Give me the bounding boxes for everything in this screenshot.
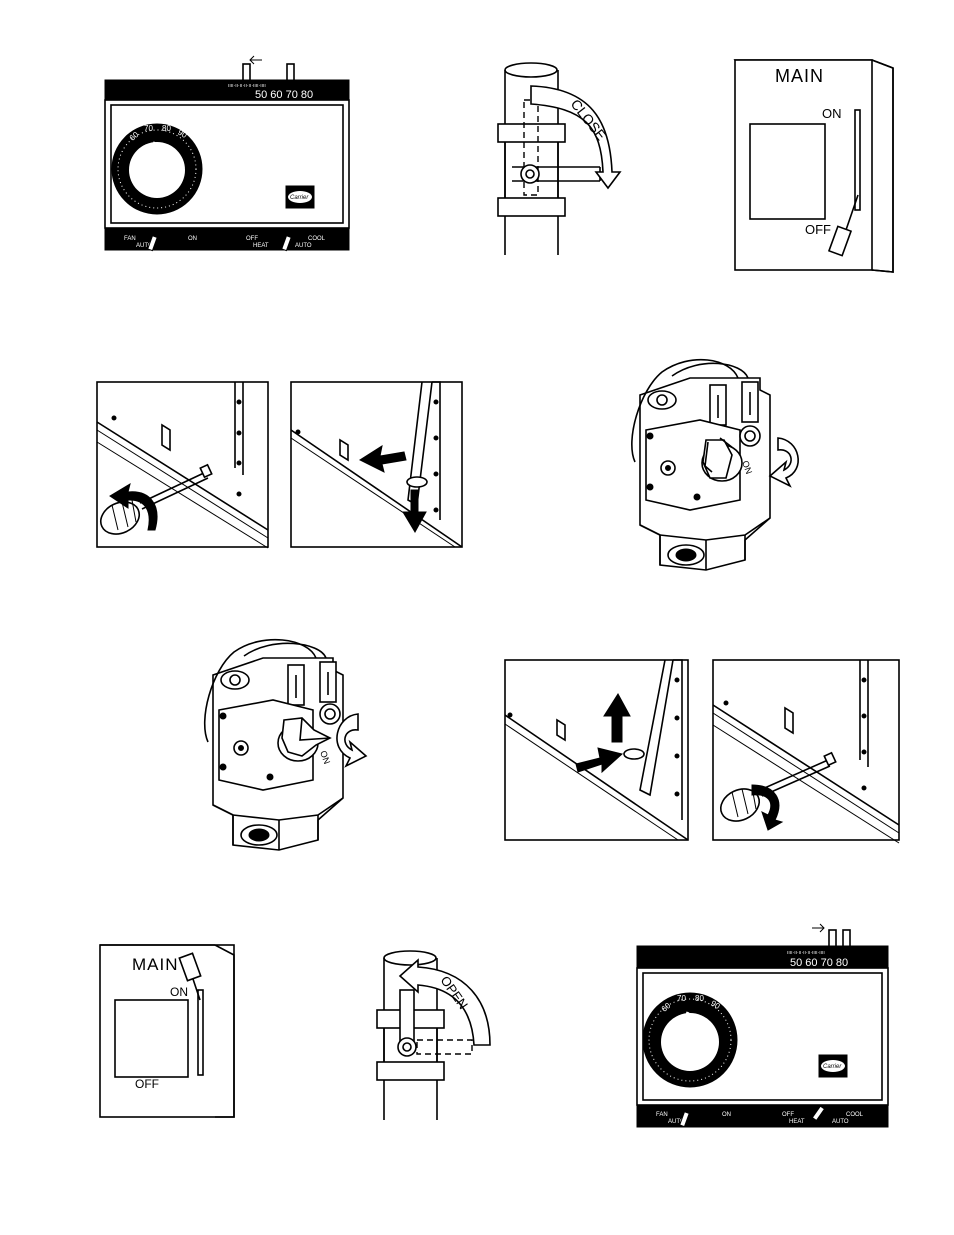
system-heat-label: HEAT <box>253 243 269 249</box>
system-cool-label: COOL <box>308 236 326 242</box>
system-cool-label-2: COOL <box>846 1112 864 1118</box>
arrow-right-icon <box>812 924 824 932</box>
brand-logo-text-2: Carrier <box>823 1064 842 1070</box>
dial-number-70: 70 <box>144 124 153 133</box>
gas-valve-open: OPEN <box>377 951 490 1120</box>
system-auto-label-2: AUTO <box>832 1119 849 1125</box>
switch-main-label: MAIN <box>775 66 824 86</box>
rotate-cw-arrow-icon <box>770 438 798 486</box>
thermostat-top: ıııı·ıı·ıı·ıı·ıı·ıııı·ıııı 50 60 70 80 6… <box>105 56 349 251</box>
system-heat-label-2: HEAT <box>789 1119 805 1125</box>
svg-text:ıııı·ıı·ıı·ıı·ıı·ıııı·ıııı: ıııı·ıı·ıı·ıı·ıı·ıııı·ıııı <box>787 950 825 956</box>
system-auto-label: AUTO <box>295 243 312 249</box>
panel-screw-replace <box>713 660 899 843</box>
close-label: CLOSE <box>568 96 610 143</box>
gas-valve-control-off: ON <box>632 360 798 570</box>
fan-on-label-2: ON <box>722 1112 731 1118</box>
gas-valve-control-on: ON <box>205 640 366 850</box>
fan-label: FAN <box>124 236 136 242</box>
brand-logo-text: Carrier <box>290 195 309 201</box>
main-switch-on: MAIN ON OFF <box>100 945 234 1117</box>
switch-main-label-2: MAIN <box>132 955 179 974</box>
panel-screw-remove <box>96 382 268 548</box>
fan-label-2: FAN <box>656 1112 668 1118</box>
switch-on-label-2: ON <box>170 985 188 999</box>
switch-off-label-2: OFF <box>135 1077 159 1091</box>
dial-number-80: 80 <box>162 124 171 133</box>
panel-slide-off <box>291 382 462 547</box>
arrow-left-icon <box>250 56 262 64</box>
panel-replace <box>505 660 688 840</box>
switch-off-label: OFF <box>805 222 831 237</box>
fan-on-label: ON <box>188 236 197 242</box>
thermostat-bottom: ıııı·ıı·ıı·ıı·ıı·ıııı·ıııı 50 60 70 80 6… <box>637 924 888 1127</box>
system-off-label: OFF <box>246 236 258 242</box>
gas-valve-close: CLOSE <box>498 63 620 255</box>
system-off-label-2: OFF <box>782 1112 794 1118</box>
switch-on-label: ON <box>822 106 842 121</box>
dial-number-80-b: 80 <box>695 994 704 1003</box>
main-switch-off: MAIN ON OFF <box>735 60 893 272</box>
dial-number-70-b: 70 <box>677 994 686 1003</box>
